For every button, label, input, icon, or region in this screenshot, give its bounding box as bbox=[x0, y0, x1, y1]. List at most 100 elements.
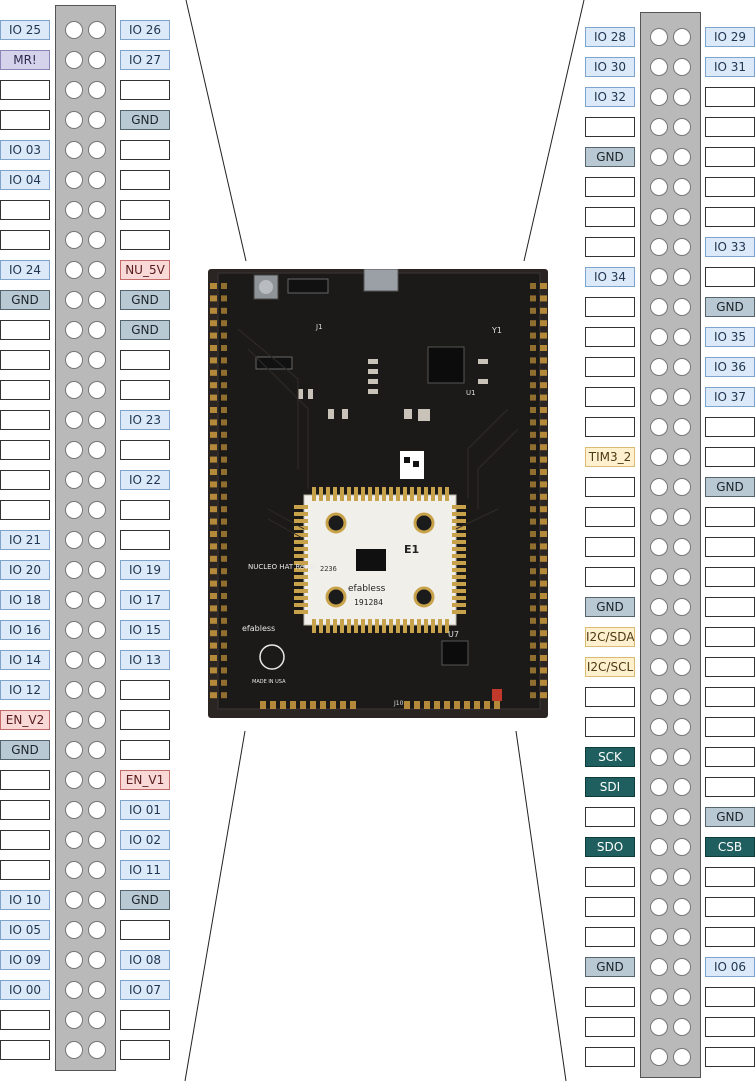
pin-label-empty bbox=[705, 597, 755, 617]
gold-pad bbox=[340, 619, 344, 633]
pin-label-empty bbox=[120, 1010, 170, 1030]
pin-hole bbox=[88, 531, 106, 549]
pin-label-empty bbox=[585, 567, 635, 587]
edge-pin bbox=[221, 333, 227, 339]
edge-pin bbox=[530, 618, 536, 624]
edge-pin bbox=[221, 357, 227, 363]
edge-pin bbox=[540, 481, 547, 487]
edge-pin bbox=[530, 519, 536, 525]
usb-connector bbox=[364, 269, 398, 291]
pin-label-empty bbox=[0, 350, 50, 370]
edge-pin bbox=[221, 556, 227, 562]
bottom-pad bbox=[494, 701, 500, 709]
pin-label-empty bbox=[0, 830, 50, 850]
edge-pin bbox=[221, 432, 227, 438]
pin-label-empty bbox=[705, 207, 755, 227]
pin-label-empty bbox=[0, 230, 50, 250]
pin-label-empty bbox=[705, 567, 755, 587]
gold-pad bbox=[452, 582, 466, 586]
gold-pad bbox=[438, 487, 442, 501]
pin-hole bbox=[65, 711, 83, 729]
pin-hole bbox=[88, 321, 106, 339]
chip-u7 bbox=[442, 641, 468, 665]
gold-pad bbox=[403, 487, 407, 501]
pin-label-io-16: IO 16 bbox=[0, 620, 50, 640]
edge-pin bbox=[210, 395, 217, 401]
pin-hole bbox=[65, 111, 83, 129]
edge-pin bbox=[221, 593, 227, 599]
pin-hole bbox=[88, 831, 106, 849]
pin-hole bbox=[88, 561, 106, 579]
edge-pin bbox=[210, 618, 217, 624]
pin-label-io-26: IO 26 bbox=[120, 20, 170, 40]
edge-pin bbox=[221, 308, 227, 314]
gold-pad bbox=[452, 512, 466, 516]
pin-label-empty bbox=[0, 80, 50, 100]
edge-pin bbox=[210, 667, 217, 673]
pin-hole bbox=[673, 448, 691, 466]
gold-pad bbox=[326, 487, 330, 501]
pin-hole bbox=[673, 508, 691, 526]
pin-label-gnd: GND bbox=[585, 957, 635, 977]
gold-pad bbox=[347, 619, 351, 633]
edge-pin bbox=[221, 581, 227, 587]
edge-pin bbox=[530, 419, 536, 425]
edge-pin bbox=[221, 419, 227, 425]
edge-pin bbox=[221, 618, 227, 624]
edge-pin bbox=[540, 643, 547, 649]
gold-pad bbox=[340, 487, 344, 501]
edge-pin bbox=[221, 630, 227, 636]
pin-label-empty bbox=[705, 867, 755, 887]
pin-label-sdo: SDO bbox=[585, 837, 635, 857]
pin-label-empty bbox=[585, 207, 635, 227]
pin-hole bbox=[673, 148, 691, 166]
pin-label-empty bbox=[585, 357, 635, 377]
pin-hole bbox=[65, 81, 83, 99]
pin-label-io-32: IO 32 bbox=[585, 87, 635, 107]
pin-label-io-36: IO 36 bbox=[705, 357, 755, 377]
gold-pad bbox=[326, 619, 330, 633]
pin-label-gnd: GND bbox=[0, 290, 50, 310]
pin-hole bbox=[650, 298, 668, 316]
pin-hole bbox=[88, 291, 106, 309]
pin-label-empty bbox=[120, 710, 170, 730]
pin-label-io-28: IO 28 bbox=[585, 27, 635, 47]
edge-pin bbox=[540, 444, 547, 450]
edge-pin bbox=[210, 432, 217, 438]
pin-hole bbox=[65, 921, 83, 939]
pin-hole bbox=[650, 118, 668, 136]
edge-pin bbox=[530, 345, 536, 351]
edge-pin bbox=[210, 469, 217, 475]
edge-pin bbox=[210, 481, 217, 487]
pin-label-empty bbox=[120, 380, 170, 400]
gold-pad bbox=[361, 619, 365, 633]
pin-label-empty bbox=[0, 500, 50, 520]
pin-hole bbox=[65, 171, 83, 189]
pin-hole bbox=[650, 568, 668, 586]
edge-pin bbox=[210, 283, 217, 289]
gold-pad bbox=[294, 519, 308, 523]
gold-pad bbox=[361, 487, 365, 501]
edge-pin bbox=[221, 481, 227, 487]
pin-hole bbox=[65, 231, 83, 249]
edge-pin bbox=[540, 370, 547, 376]
edge-pin bbox=[221, 395, 227, 401]
pin-label-empty bbox=[120, 140, 170, 160]
pin-label-io-37: IO 37 bbox=[705, 387, 755, 407]
gold-pad bbox=[294, 575, 308, 579]
gold-pad bbox=[452, 554, 466, 558]
pin-label-io-27: IO 27 bbox=[120, 50, 170, 70]
pin-label-io-06: IO 06 bbox=[705, 957, 755, 977]
pin-hole bbox=[65, 681, 83, 699]
pin-hole bbox=[65, 411, 83, 429]
pin-hole bbox=[673, 418, 691, 436]
pin-label-empty bbox=[705, 1017, 755, 1037]
pin-hole bbox=[65, 321, 83, 339]
pin-hole bbox=[650, 88, 668, 106]
pin-hole bbox=[65, 291, 83, 309]
pin-label-empty bbox=[120, 500, 170, 520]
pin-label-io-19: IO 19 bbox=[120, 560, 170, 580]
pin-label-empty bbox=[585, 1017, 635, 1037]
pin-label-io-25: IO 25 bbox=[0, 20, 50, 40]
pin-label-empty bbox=[585, 807, 635, 827]
